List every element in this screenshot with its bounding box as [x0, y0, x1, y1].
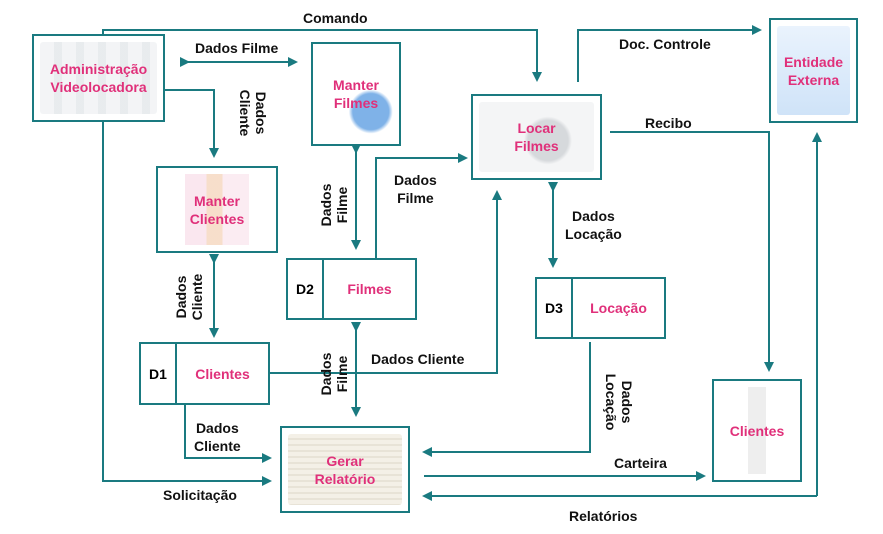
external-entity-icon — [777, 26, 850, 115]
manter-clientes-label: Manter Clientes — [189, 192, 245, 227]
flow-label-carteira: Carteira — [614, 455, 667, 471]
flow-dados-cliente-1 — [165, 89, 219, 158]
store-label: Locação — [590, 300, 647, 316]
process-admin: Administração Videolocadora — [32, 34, 165, 122]
process-manter-clientes: Manter Clientes — [156, 166, 278, 253]
store-id: D1 — [141, 344, 177, 403]
flow-doc-controle — [577, 25, 762, 82]
flow-label-recibo: Recibo — [645, 115, 692, 131]
flow-label-dados-cliente-low: Dados Cliente — [194, 420, 241, 454]
process-gerar-relatorio: Gerar Relatório — [280, 426, 410, 513]
flow-dados-cliente-low — [184, 405, 272, 463]
locar-filmes-label: Locar Filmes — [514, 120, 559, 154]
shopping-bags-icon — [164, 174, 270, 245]
person-icon — [720, 387, 794, 474]
flow-label-dados-filme-v2: Dados Filme — [318, 352, 350, 396]
flow-label-dados-locacao-v: Dados Locação — [603, 373, 635, 431]
store-id: D2 — [288, 260, 324, 318]
dvd-icon — [479, 102, 594, 172]
store-label: Filmes — [347, 281, 392, 297]
flow-label-dados-locacao: Dados Locação — [565, 208, 622, 242]
flow-label-doc-controle: Doc. Controle — [619, 36, 711, 52]
admin-label: Administração Videolocadora — [49, 61, 148, 95]
paper-stack-icon — [288, 434, 402, 505]
flow-dados-filme-mid — [375, 153, 468, 258]
store-id: D3 — [537, 279, 573, 337]
flow-label-dados-filme-v1: Dados Filme — [318, 183, 350, 227]
store-d3-locacao: D3 Locação — [535, 277, 666, 339]
flow-label-relatorios: Relatórios — [569, 508, 638, 524]
flow-dados-cliente-h — [270, 190, 502, 374]
manter-filmes-label: Manter Filmes — [333, 77, 379, 111]
flow-label-dados-filme-mid: Dados Filme — [394, 172, 437, 206]
store-label: Clientes — [195, 365, 250, 382]
store-d2-filmes: D2 Filmes — [286, 258, 417, 320]
flow-label-solicitacao: Solicitação — [163, 487, 237, 503]
flow-label-comando: Comando — [303, 10, 368, 26]
process-manter-filmes: Manter Filmes — [311, 42, 401, 146]
flow-dados-locacao-v — [422, 342, 591, 457]
flow-label-dados-cliente-1: Dados Cliente — [237, 89, 269, 137]
store-d1-clientes: D1 Clientes — [139, 342, 270, 405]
entidade-externa-label: Entidade Externa — [783, 53, 844, 88]
process-entidade-externa: Entidade Externa — [769, 18, 858, 123]
external-clientes: Clientes — [712, 379, 802, 482]
flow-label-dados-filme-top: Dados Filme — [195, 40, 279, 56]
globe-icon — [319, 50, 393, 138]
clientes-ext-label: Clientes — [729, 422, 785, 439]
gerar-relatorio-label: Gerar Relatório — [314, 452, 376, 487]
process-locar-filmes: Locar Filmes — [471, 94, 602, 180]
flow-recibo — [610, 131, 774, 372]
flow-comando — [102, 29, 542, 82]
people-icon — [40, 42, 157, 114]
flow-solicitacao — [102, 122, 272, 486]
flow-label-dados-cliente-2: Dados Cliente — [173, 273, 205, 321]
flow-label-dados-cliente-h: Dados Cliente — [371, 351, 465, 367]
